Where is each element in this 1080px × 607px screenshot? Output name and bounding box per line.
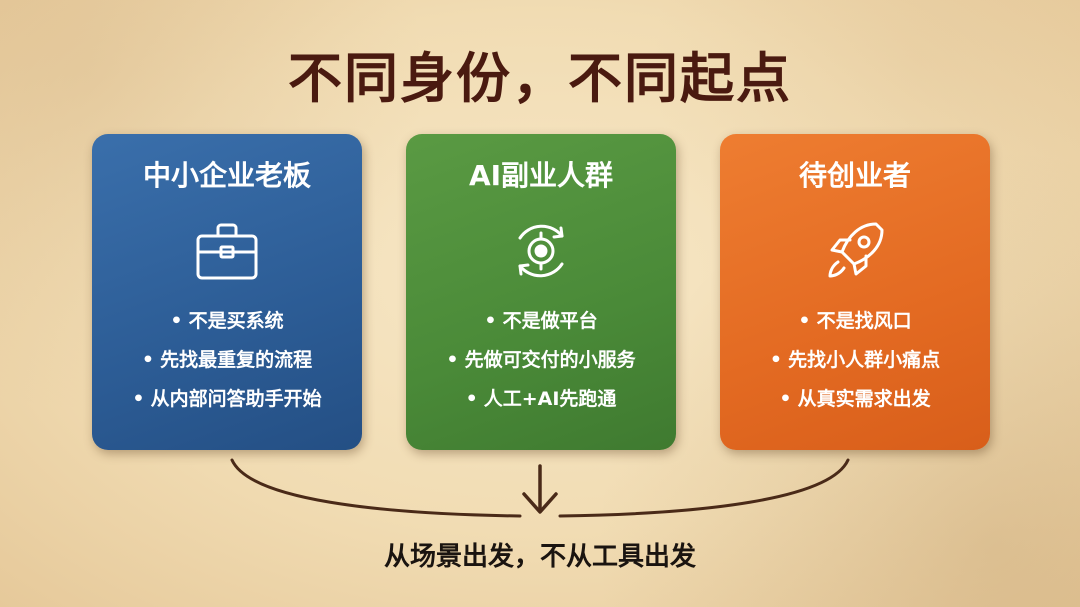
card-list: •不是找风口 •先找小人群小痛点 •从真实需求出发 — [720, 302, 990, 419]
list-item: •从内部问答助手开始 — [132, 388, 322, 410]
rocket-icon — [820, 216, 890, 286]
list-item: •先找小人群小痛点 — [769, 349, 941, 371]
list-item: •先找最重复的流程 — [141, 349, 313, 371]
briefcase-icon — [192, 216, 262, 286]
card-ai-side-hustle: AI副业人群 •不是做平台 •先做可交付的小服务 •人工+AI先跑通 — [406, 134, 676, 450]
list-item: •不是买系统 — [170, 310, 284, 332]
list-item: •不是做平台 — [484, 310, 598, 332]
list-item: •不是找风口 — [798, 310, 912, 332]
list-item: •人工+AI先跑通 — [465, 388, 617, 410]
cycle-target-icon — [506, 216, 576, 286]
card-title: AI副业人群 — [468, 159, 614, 192]
card-list: •不是买系统 •先找最重复的流程 •从内部问答助手开始 — [92, 302, 362, 419]
card-title: 中小企业老板 — [142, 159, 311, 192]
page-title: 不同身份，不同起点 — [288, 47, 792, 110]
list-item: •先做可交付的小服务 — [446, 349, 636, 371]
card-title: 待创业者 — [798, 159, 911, 192]
card-list: •不是做平台 •先做可交付的小服务 •人工+AI先跑通 — [406, 302, 676, 419]
tagline: 从场景出发，不从工具出发 — [383, 542, 696, 572]
card-aspiring-founder: 待创业者 •不是找风口 •先找小人群小痛点 •从真实需求出发 — [720, 134, 990, 450]
list-item: •从真实需求出发 — [779, 388, 931, 410]
card-business-owner: 中小企业老板 •不是买系统 •先找最重复的流程 •从内部问答助手开始 — [92, 134, 362, 450]
